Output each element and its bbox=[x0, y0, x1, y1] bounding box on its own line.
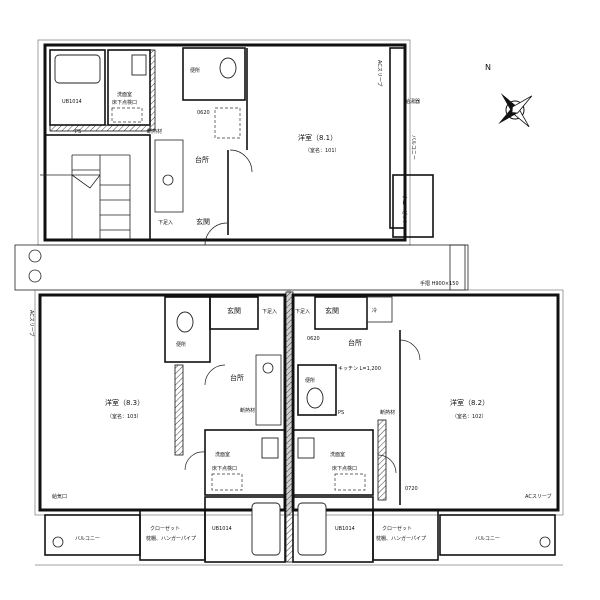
num-0620-101: 0620 bbox=[197, 110, 210, 116]
underfloor-label-101: 床下点検口 bbox=[112, 99, 137, 106]
kitchen-label-102: 台所 bbox=[348, 338, 362, 347]
underfloor-label-103: 床下点検口 bbox=[212, 465, 237, 472]
stair-icon bbox=[40, 134, 151, 241]
toilet-label-103: 便所 bbox=[176, 341, 186, 348]
room-81-label: 洋室（8.1） bbox=[298, 133, 337, 142]
unit-103: 洋室（8.3） （室名：103） ACスリーブ 便所 玄関 下足入 台所 断熱材… bbox=[28, 289, 291, 563]
bathtub-icon bbox=[54, 54, 101, 84]
washroom-label-103: 洗面室 bbox=[215, 451, 230, 458]
closet-label-103: クローゼット bbox=[150, 525, 180, 532]
balcony-label-101: バルコニー bbox=[410, 135, 416, 160]
washroom-label-102: 洗面室 bbox=[330, 451, 345, 458]
fridge-label-102: 冷 bbox=[372, 307, 377, 314]
getabako-label-103: 下足入 bbox=[262, 309, 277, 315]
insul-label-103: 断熱材 bbox=[240, 407, 255, 414]
ub-label-101: UB1014 bbox=[62, 99, 82, 105]
room-82-number: （室名：102） bbox=[452, 413, 487, 420]
insul-label-102: 断熱材 bbox=[380, 409, 395, 416]
underfloor-label-102: 床下点検口 bbox=[332, 465, 357, 472]
kitchen-label-101: 台所 bbox=[195, 155, 209, 164]
num-0620-102: 0620 bbox=[307, 336, 320, 342]
entrance-label-102: 玄関 bbox=[325, 306, 339, 315]
entrance-label-101: 玄関 bbox=[196, 217, 210, 226]
ub-label-102: UB1014 bbox=[335, 526, 355, 532]
unit-101: UB1014 洗面室 床下点検口 PS 便所 0620 断熱材 台所 玄関 下足… bbox=[37, 39, 434, 246]
room-81-number: （室名：101） bbox=[305, 147, 340, 154]
closet-label-101: クローゼット bbox=[401, 195, 408, 225]
num-0720-102: 0720 bbox=[405, 486, 418, 492]
kitchen-label-103: 台所 bbox=[230, 373, 244, 382]
water-label-101: 給湯器 bbox=[405, 98, 420, 105]
getabako-label-101: 下足入 bbox=[158, 220, 173, 226]
room-82-label: 洋室（8.2） bbox=[450, 398, 489, 407]
room-83-label: 洋室（8.3） bbox=[105, 398, 144, 407]
door-swing-icon bbox=[204, 222, 228, 246]
balcony-label-103: バルコニー bbox=[75, 536, 100, 542]
closet-label-102: クローゼット bbox=[382, 525, 412, 532]
entrance-label-103: 玄関 bbox=[227, 306, 241, 315]
balcony-label-102: バルコニー bbox=[475, 536, 500, 542]
closet-sub-102: 枕棚、ハンガーパイプ bbox=[376, 535, 426, 542]
sink-icon bbox=[131, 54, 147, 76]
unit-102: 玄関 下足入 冷 台所 キッチン L=1,200 便所 0620 断熱材 PS … bbox=[287, 289, 564, 563]
ps-label-102: PS bbox=[338, 410, 344, 416]
toilet-label-101: 便所 bbox=[190, 67, 200, 74]
north-label: N bbox=[485, 63, 491, 72]
north-arrow-icon: N bbox=[485, 63, 533, 128]
ps-label-101: PS bbox=[75, 129, 81, 135]
toilet-label-102: 便所 bbox=[305, 377, 315, 384]
handrail-label: 手摺 H900×150 bbox=[420, 280, 459, 287]
room-83-number: （室名：103） bbox=[107, 413, 142, 420]
vent-label-102: ACスリーブ bbox=[525, 493, 552, 500]
kitchen-unit-102: キッチン L=1,200 bbox=[338, 366, 381, 372]
washroom-label-101: 洗面室 bbox=[117, 91, 132, 98]
ub-label-103: UB1014 bbox=[212, 526, 232, 532]
insul-label-101: 断熱材 bbox=[147, 128, 162, 135]
aircon-label-103: ACスリーブ bbox=[28, 310, 35, 337]
vent-label-103: 給気口 bbox=[52, 493, 67, 500]
toilet-icon bbox=[219, 57, 237, 79]
getabako-label-102: 下足入 bbox=[295, 309, 310, 315]
closet-sub-103: 枕棚、ハンガーパイプ bbox=[146, 535, 196, 542]
aircon-label-101: ACスリーブ bbox=[376, 60, 383, 87]
